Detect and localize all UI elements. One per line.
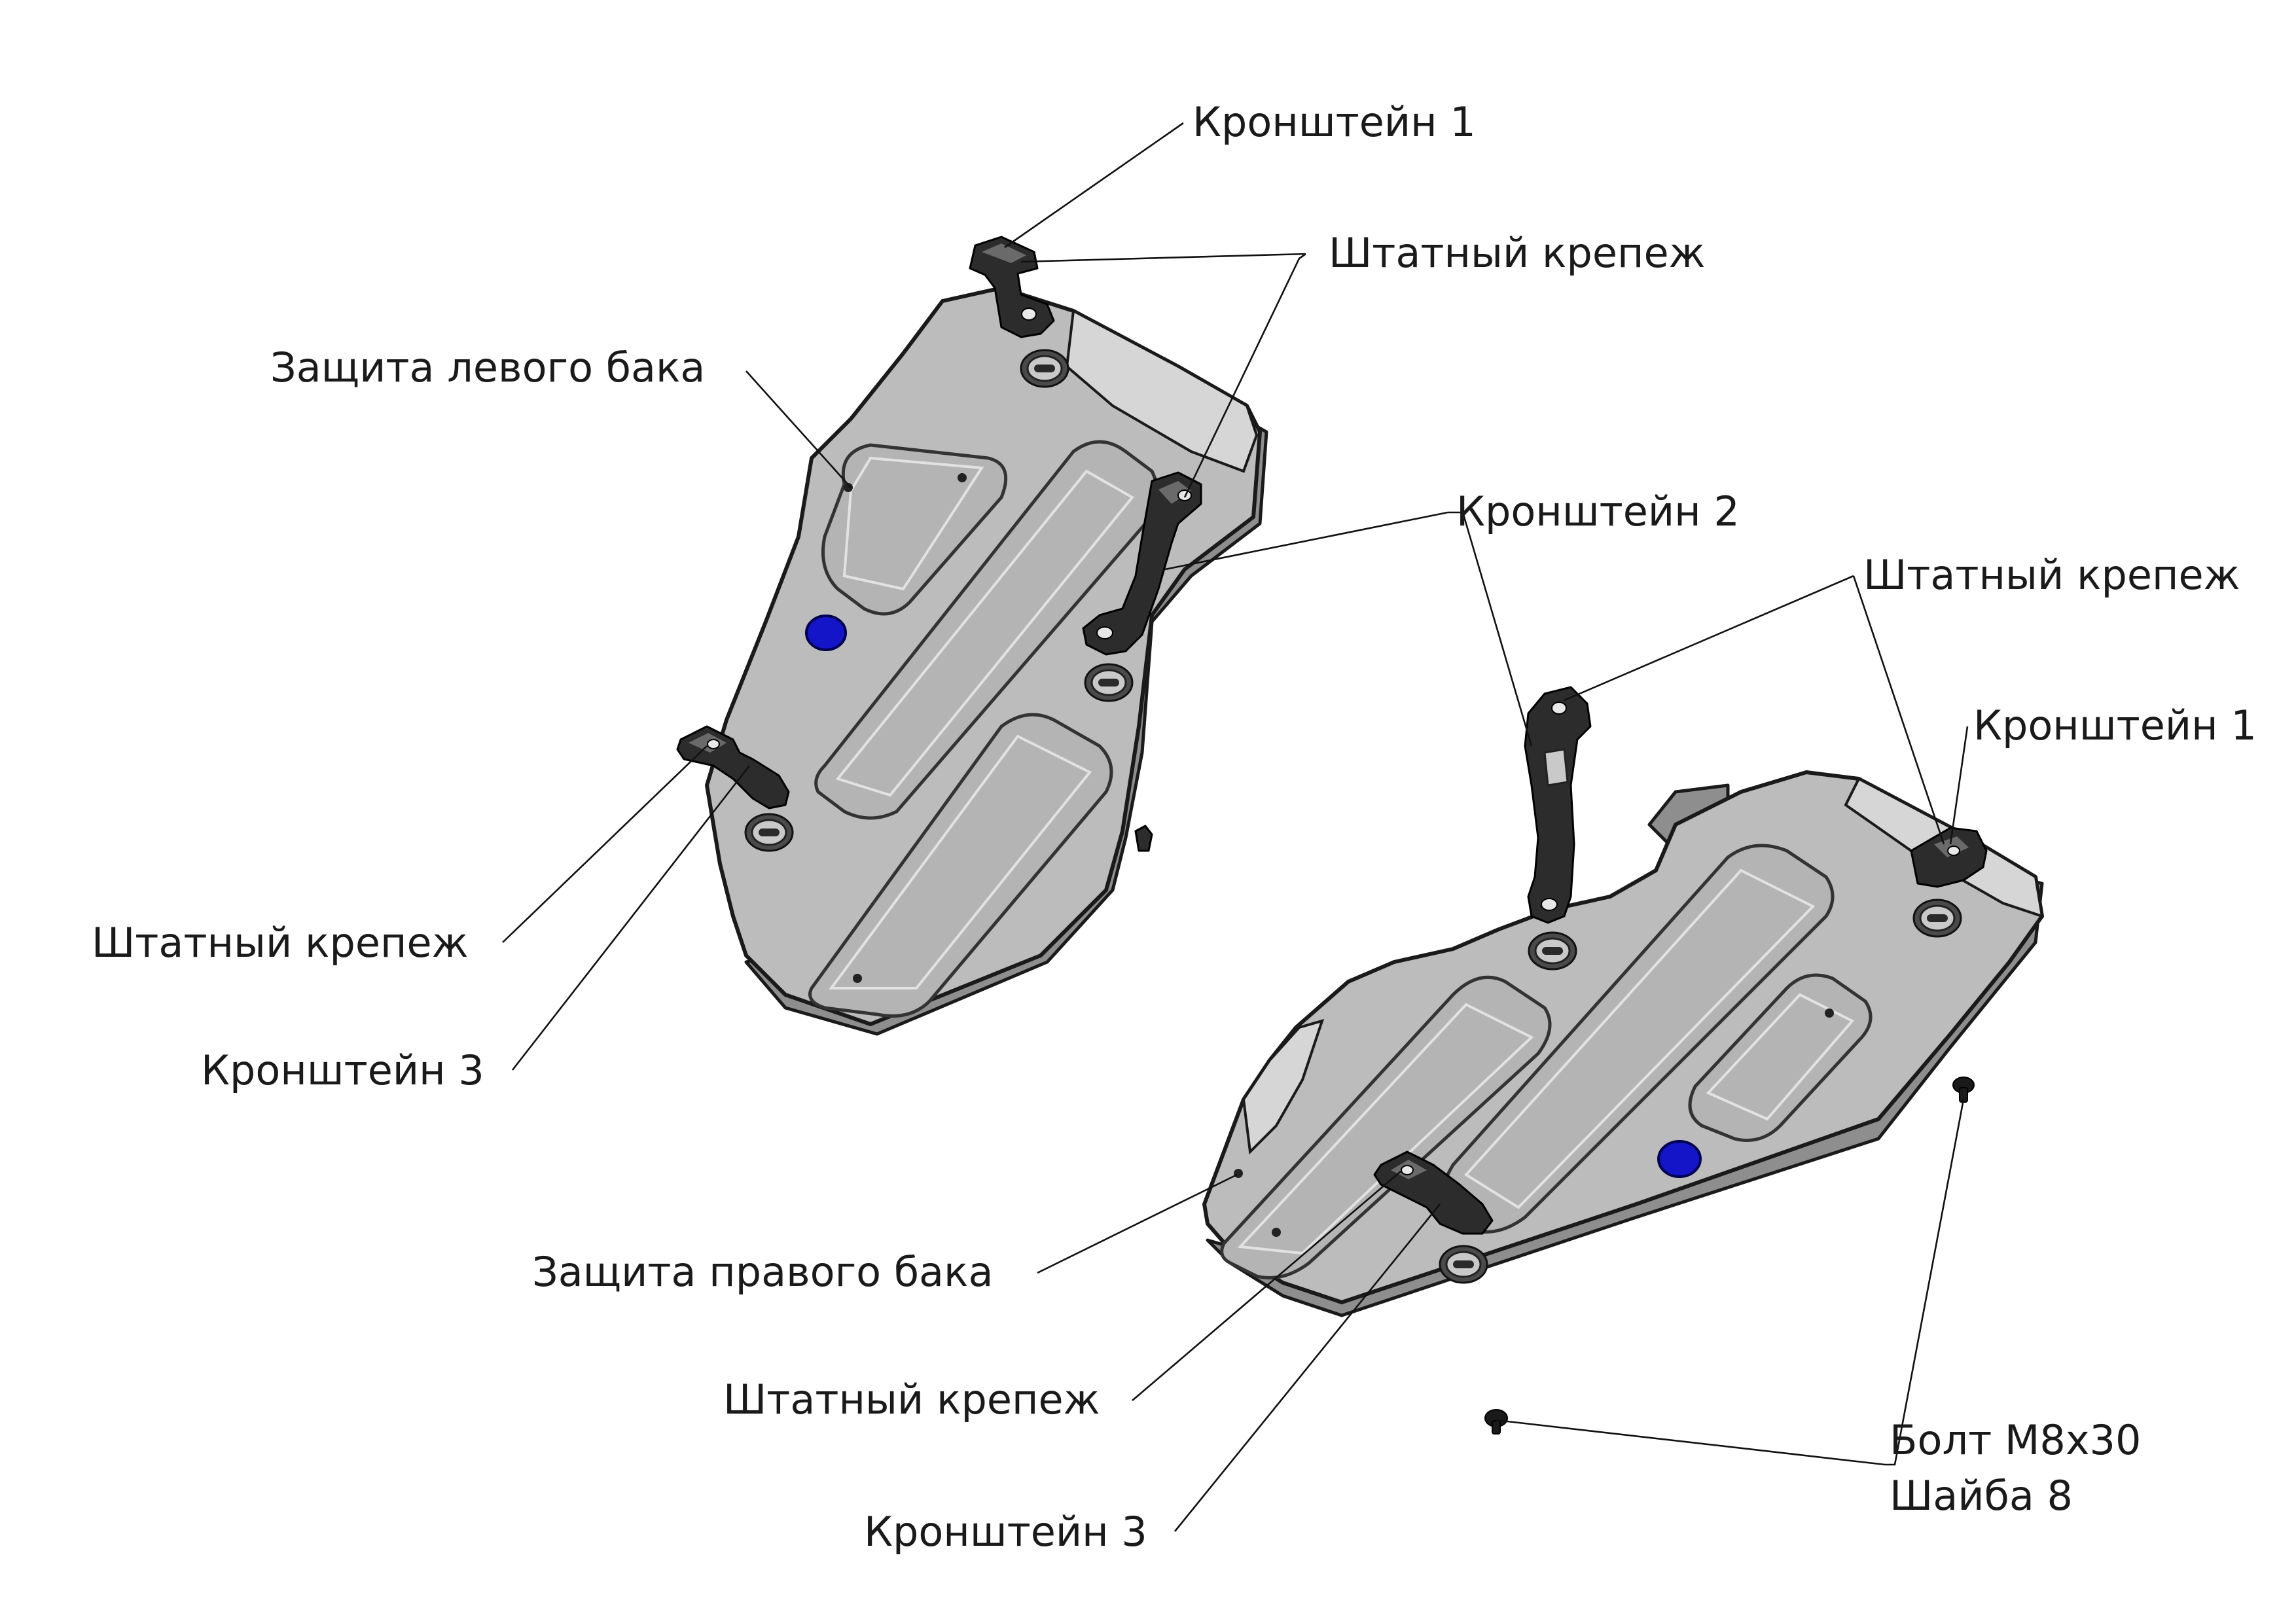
bolt-bottom (1484, 1409, 1508, 1435)
label-right-tank-guard: Защита правого бака (532, 1248, 994, 1296)
label-bracket-1-top: Кронштейн 1 (1193, 98, 1476, 146)
label-std-fastener-top: Штатный крепеж (1329, 229, 1706, 277)
label-std-fastener-left: Штатный крепеж (92, 919, 469, 967)
label-bracket-2: Кронштейн 2 (1456, 488, 1740, 535)
leader-lines (502, 122, 1969, 1532)
right-guard-slot-bottom (1439, 1245, 1488, 1284)
label-washer: Шайба 8 (1890, 1472, 2073, 1520)
right-tank-guard (1202, 686, 2044, 1317)
right-guard-slot-left (1528, 931, 1577, 971)
label-bracket-3-bottom: Кронштейн 3 (864, 1508, 1147, 1556)
right-drain-plug (1657, 1140, 1702, 1178)
right-bracket-1 (1910, 827, 1988, 888)
bolt-right (1952, 1077, 1975, 1103)
label-bolt: Болт М8х30 (1890, 1416, 2141, 1464)
right-guard-slot-right (1912, 899, 1962, 938)
left-drain-plug (805, 615, 847, 651)
left-bracket-2 (1082, 471, 1202, 656)
left-tank-guard (676, 236, 1268, 1036)
left-guard-slot-bottom (744, 813, 794, 852)
label-left-tank-guard: Защита левого бака (270, 344, 705, 391)
label-std-fastener-bottom: Штатный крепеж (723, 1376, 1100, 1423)
label-bracket-1-right: Кронштейн 1 (1973, 702, 2257, 749)
label-bracket-3-left: Кронштейн 3 (201, 1046, 484, 1094)
left-guard-slot-mid (1084, 663, 1134, 702)
label-std-fastener-right: Штатный крепеж (1863, 551, 2240, 599)
right-bracket-2 (1524, 686, 1592, 924)
left-guard-slot-top (1020, 349, 1069, 388)
